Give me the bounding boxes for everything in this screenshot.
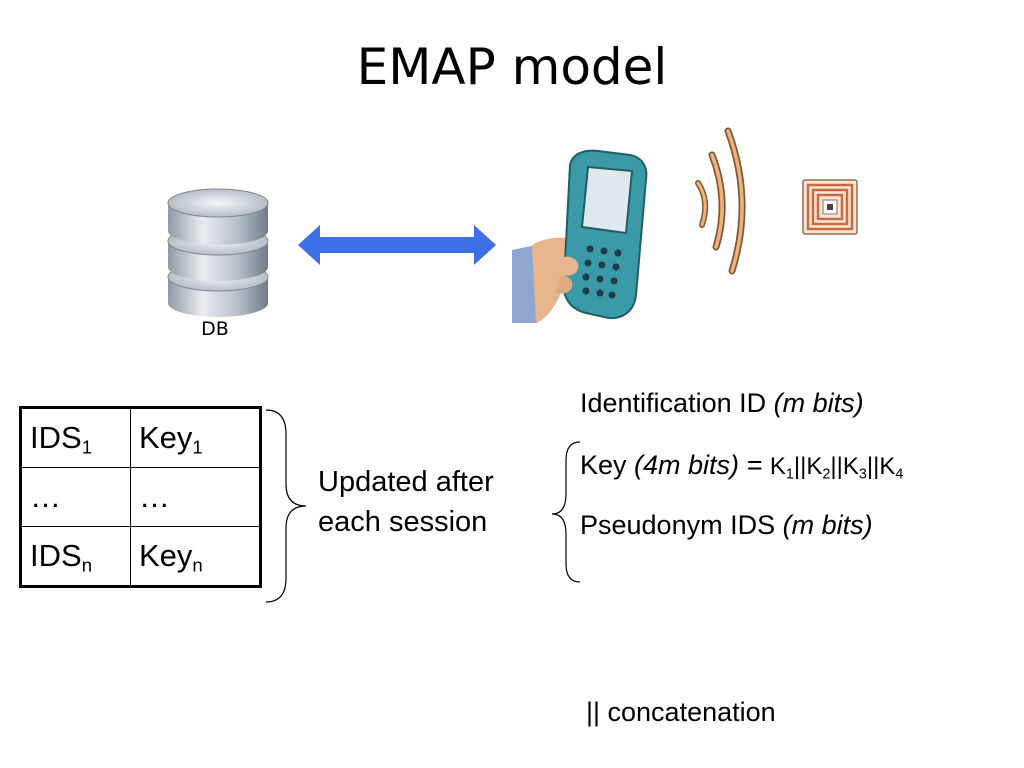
key-line: Key (4m bits) = K1||K2||K3||K4 (580, 450, 904, 483)
signal-waves-icon (695, 127, 746, 275)
bidirectional-arrow-icon (298, 225, 496, 265)
right-brace-icon (265, 409, 307, 603)
identification-line: Identification ID (m bits) (580, 388, 864, 418)
rfid-reader-icon (512, 149, 648, 323)
key-cell: … (130, 467, 261, 527)
pseudonym-line: Pseudonym IDS (m bits) (580, 510, 873, 540)
database-icon (167, 188, 269, 317)
ids-cell: IDS1 (20, 407, 131, 468)
footnote: || concatenation (586, 697, 776, 727)
table-row: … … (20, 467, 261, 527)
page-title: EMAP model (356, 38, 668, 96)
table-row: IDSn Keyn (20, 526, 261, 587)
update-note-line: Updated after (318, 466, 494, 498)
key-cell: Keyn (130, 526, 261, 587)
update-note: Updated after each session (318, 462, 494, 542)
db-label: DB (201, 318, 229, 340)
rfid-tag-icon (802, 179, 858, 235)
update-note-line: each session (318, 506, 488, 538)
ids-key-table: IDS1 Key1 … … IDSn Keyn (19, 406, 262, 588)
ids-cell: … (20, 467, 131, 527)
ids-cell: IDSn (20, 526, 131, 587)
key-cell: Key1 (130, 407, 261, 468)
table-row: IDS1 Key1 (20, 407, 261, 468)
left-brace-icon (551, 441, 581, 583)
